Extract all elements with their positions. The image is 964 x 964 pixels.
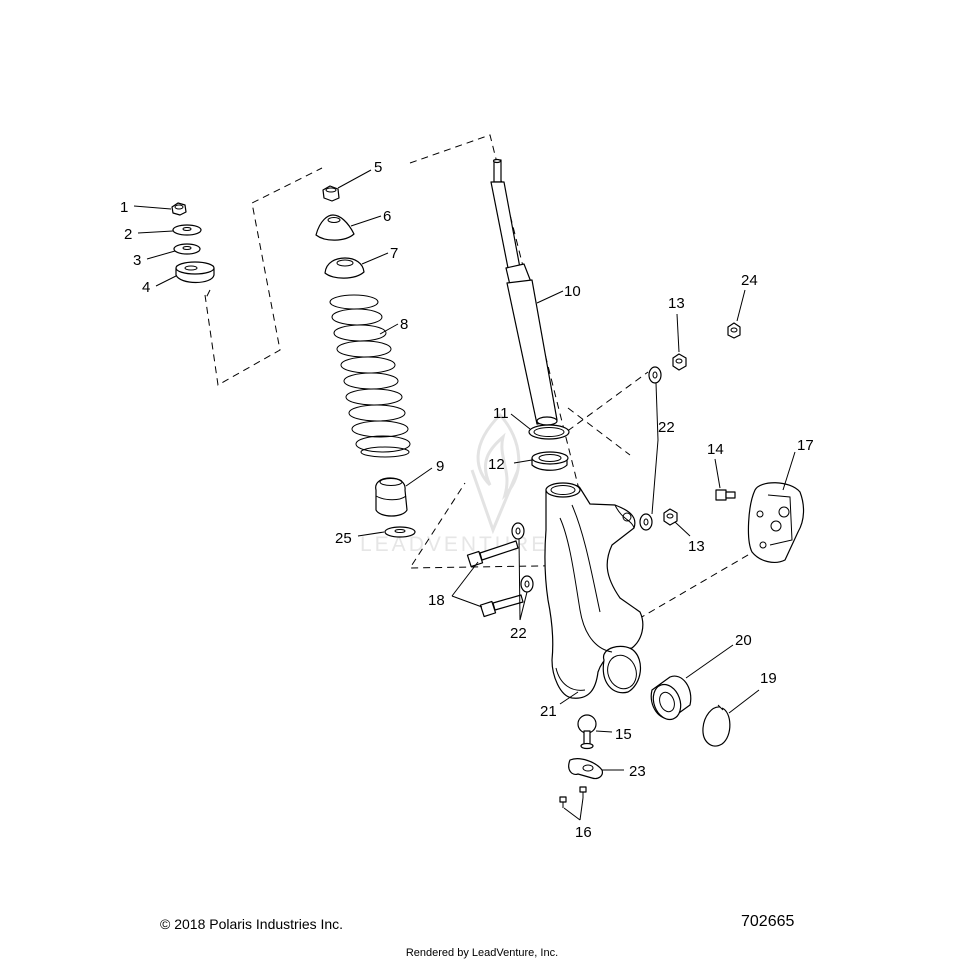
part-21-steering-knuckle [544,482,644,699]
rendered-by-text: Rendered by LeadVenture, Inc. [405,947,559,959]
part-6-upper-spring-cup [315,214,355,241]
callout-22b: 22 [510,625,527,642]
part-16-screw-1 [559,796,567,808]
part-25-washer [384,526,416,538]
part-23-ball-joint-plate [568,758,603,780]
callout-9: 9 [436,458,444,475]
callout-2: 2 [124,226,132,243]
part-12-lower-spring-seat [531,451,569,471]
callout-16: 16 [575,824,592,841]
part-16-screw-2 [579,786,587,798]
part-13-nut-lower [663,508,678,526]
part-9-bump-stop [375,477,408,517]
callout-23: 23 [629,763,646,780]
callout-21: 21 [540,703,557,720]
part-22-washer-knuckle-1 [511,522,525,540]
callout-7: 7 [390,245,398,262]
callout-6: 6 [383,208,391,225]
part-3-washer [173,243,201,255]
callout-15: 15 [615,726,632,743]
callout-24: 24 [741,272,758,289]
callout-22: 22 [658,419,675,436]
callout-10: 10 [564,283,581,300]
callout-labels: 1 2 3 4 5 6 7 8 9 10 11 12 13 13 14 15 1… [120,159,814,841]
leader-lines [133,169,796,821]
part-1-nut [171,202,187,216]
part-17-brake-caliper [747,482,805,563]
part-18-bolt-lower [479,594,524,618]
part-20-wheel-bearing [650,675,692,721]
part-22-washer-upper [648,366,662,384]
part-2-washer [172,224,202,236]
callout-13b: 13 [688,538,705,555]
callout-20: 20 [735,632,752,649]
part-10-strut-damper [490,158,558,426]
part-11-retaining-ring [528,424,570,440]
callout-17: 17 [797,437,814,454]
callout-8: 8 [400,316,408,333]
callout-14: 14 [707,441,724,458]
part-7-spring-seat [324,257,365,279]
callout-25: 25 [335,530,352,547]
part-24-nut [727,322,741,339]
part-14-bolt [715,489,736,501]
copyright-text: © 2018 Polaris Industries Inc. [160,916,344,932]
part-18-bolt-upper [466,540,519,568]
callout-11: 11 [493,405,509,422]
part-22-washer-knuckle-2 [520,575,534,593]
part-13-nut-upper [672,353,687,371]
callout-4: 4 [142,279,150,296]
callout-19: 19 [760,670,777,687]
callout-3: 3 [133,252,141,269]
part-15-ball-joint [577,714,597,750]
callout-12: 12 [488,456,505,473]
callout-13: 13 [668,295,685,312]
part-22-washer-lower [639,513,653,531]
part-5-nut [322,185,340,202]
part-19-snap-ring [702,704,731,747]
part-4-bushing [175,261,215,284]
part-8-coil-spring [329,294,411,458]
figure-number: 702665 [741,913,795,930]
callout-18: 18 [428,592,445,609]
callout-1: 1 [120,199,128,216]
callout-5: 5 [374,159,382,176]
